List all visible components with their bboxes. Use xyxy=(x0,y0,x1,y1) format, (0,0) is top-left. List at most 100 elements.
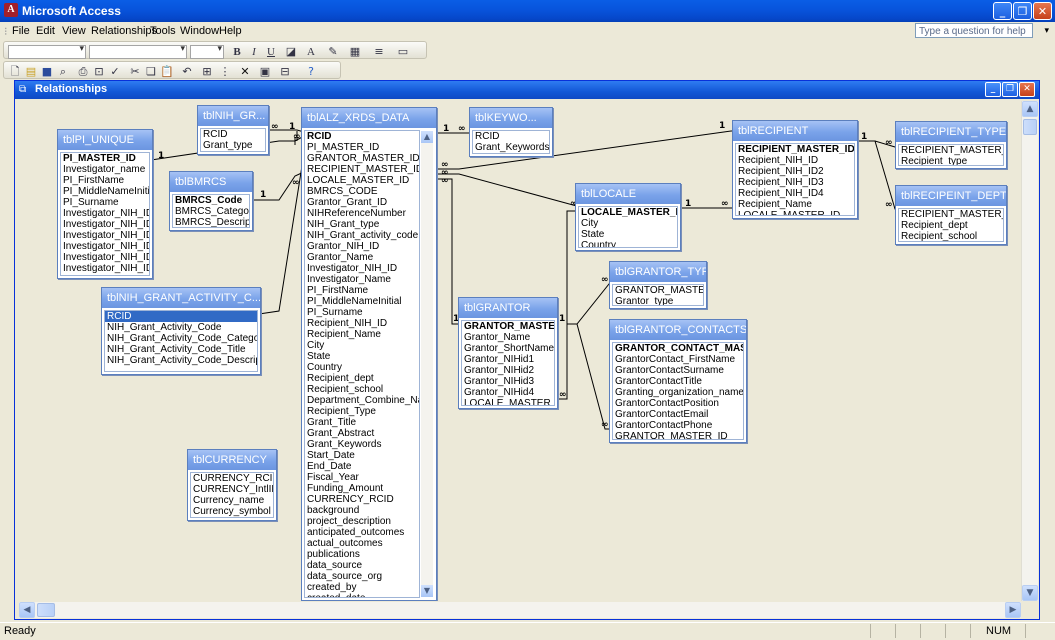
field-item[interactable]: GrantorContactPosition xyxy=(615,398,719,409)
table-title[interactable]: tblGRANTOR xyxy=(459,298,557,318)
scroll-down-icon[interactable]: ▼ xyxy=(421,585,433,597)
field-item[interactable]: created_by xyxy=(307,582,357,593)
spelling-icon[interactable]: ✓ xyxy=(110,65,120,78)
field-item[interactable]: Investigator_NIH_ID1 xyxy=(63,208,150,219)
field-item[interactable]: Start_Date xyxy=(307,450,355,461)
table-tblGRANTOR_CONTACTS[interactable]: tblGRANTOR_CONTACTSGRANTOR_CONTACT_MASTE… xyxy=(609,319,747,443)
field-item[interactable]: NIH_Grant_Activity_Code_Title xyxy=(107,344,246,355)
field-item[interactable]: Grant_Keywords xyxy=(475,142,550,153)
field-list[interactable]: RECIPIENT_MASTER_IDRecipient_deptRecipie… xyxy=(898,208,1004,242)
field-item[interactable]: GRANTOR_CONTACT_MASTER_ID xyxy=(615,343,743,354)
field-item[interactable]: GrantorContactSurname xyxy=(615,365,724,376)
field-item[interactable]: PI_Surname xyxy=(307,307,363,318)
cut-icon[interactable]: ✂ xyxy=(130,65,140,78)
field-item[interactable]: Grantor_Grant_ID xyxy=(307,197,388,208)
field-list[interactable]: BMRCS_CodeBMRCS_CategoryBMRCS_Descriptio… xyxy=(172,194,250,228)
field-item[interactable]: BMRCS_Description xyxy=(175,217,249,228)
field-item[interactable]: Grant_Keywords xyxy=(307,439,382,450)
vertical-scroll-thumb[interactable] xyxy=(1023,119,1037,135)
field-item[interactable]: Investigator_Name xyxy=(307,274,391,285)
field-item[interactable]: Grantor_NIH_ID xyxy=(307,241,380,252)
menu-edit[interactable]: Edit xyxy=(36,25,55,37)
table-title[interactable]: tblRECIPIENT xyxy=(733,121,857,141)
field-item[interactable]: GrantorContactEmail xyxy=(615,409,709,420)
table-tblGRANTOR_TYPE[interactable]: tblGRANTOR_TYPEGRANTOR_MASTER_IDGrantor_… xyxy=(609,261,707,309)
copy-icon[interactable]: ❏ xyxy=(146,65,156,78)
field-item[interactable]: LOCALE_MASTER_ID xyxy=(307,175,410,186)
field-item[interactable]: GrantorContactPhone xyxy=(615,420,713,431)
scroll-up-icon[interactable]: ▲ xyxy=(1022,101,1038,117)
field-item[interactable]: GRANTOR_MASTER_ID xyxy=(615,431,728,440)
field-item[interactable]: data_source xyxy=(307,560,363,571)
new-object-icon[interactable]: ⊟ xyxy=(280,65,290,78)
field-item[interactable]: Recipient_Name xyxy=(738,199,812,210)
border-icon[interactable]: ▦ xyxy=(349,45,361,58)
field-item[interactable]: created_date xyxy=(305,593,419,597)
line-color-icon[interactable]: ✎ xyxy=(328,45,338,58)
field-item[interactable]: NIH_Grant_activity_code xyxy=(307,230,419,241)
field-item[interactable]: Recipient_NIH_ID3 xyxy=(738,177,824,188)
field-item[interactable]: PI_FirstName xyxy=(63,175,125,186)
scroll-down-icon[interactable]: ▼ xyxy=(1022,585,1038,601)
field-item[interactable]: Investigator_NIH_ID xyxy=(307,263,398,274)
scroll-left-icon[interactable]: ◀ xyxy=(19,602,35,618)
field-item[interactable]: GRANTOR_MASTER_ID xyxy=(615,285,703,296)
field-item[interactable]: Fiscal_Year xyxy=(307,472,359,483)
child-restore-button[interactable]: ❐ xyxy=(1002,82,1018,97)
field-item[interactable]: Investigator_name xyxy=(63,164,146,175)
field-item[interactable]: Investigator_NIH_ID2 xyxy=(63,219,150,230)
field-item[interactable]: PI_MASTER_ID xyxy=(307,142,380,153)
relationships-icon[interactable]: ⧉ xyxy=(19,84,27,95)
field-item[interactable]: CURRENCY_RCID xyxy=(193,473,274,484)
table-title[interactable]: tblGRANTOR_CONTACTS xyxy=(610,320,746,340)
field-item[interactable]: Granting_organization_name xyxy=(615,387,744,398)
field-item[interactable]: Recipient_dept xyxy=(307,373,374,384)
field-item[interactable]: Recipient_school xyxy=(307,384,384,395)
print-preview-icon[interactable]: ⊡ xyxy=(94,65,104,78)
show-table-icon[interactable]: ⊞ xyxy=(202,65,212,78)
table-title[interactable]: tblLOCALE xyxy=(576,184,680,204)
field-item[interactable]: NIH_Grant_Activity_Code_Category xyxy=(107,333,258,344)
field-item[interactable]: background xyxy=(307,505,360,516)
field-item[interactable]: project_description xyxy=(307,516,391,527)
field-list-scrollbar[interactable]: ▲▼ xyxy=(421,131,433,597)
field-item[interactable]: Currency_name xyxy=(193,495,265,506)
special-effect-icon[interactable]: ▭ xyxy=(397,45,409,58)
table-title[interactable]: tblGRANTOR_TYPE xyxy=(610,262,706,282)
table-title[interactable]: tblALZ_XRDS_DATA xyxy=(302,108,436,128)
app-title-bar[interactable]: A Microsoft Access _ ❐ ✕ xyxy=(0,0,1055,22)
field-item[interactable]: Recipient_school xyxy=(901,231,978,242)
show-direct-icon[interactable]: ⋮ xyxy=(219,65,231,78)
horizontal-scrollbar[interactable]: ◀ ▶ xyxy=(19,602,1021,618)
table-title[interactable]: tblRECIPIENT_TYPE xyxy=(896,122,1006,142)
field-item[interactable]: NIH_Grant_Activity_Code xyxy=(107,322,222,333)
help-dropdown-arrow-icon[interactable]: ▾ xyxy=(1044,26,1049,36)
field-item[interactable]: Grantor_NIHid2 xyxy=(464,365,535,376)
menu-window[interactable]: Window xyxy=(180,25,220,37)
table-tblGRANTOR[interactable]: tblGRANTORGRANTOR_MASTER_IDGrantor_NameG… xyxy=(458,297,558,409)
print-icon[interactable]: ⎙ xyxy=(78,65,88,78)
field-item[interactable]: actual_outcomes xyxy=(307,538,383,549)
field-list[interactable]: GRANTOR_CONTACT_MASTER_IDGrantorContact_… xyxy=(612,342,744,440)
field-item[interactable]: GRANTOR_MASTER_ID xyxy=(464,321,555,332)
field-item[interactable]: Recipient_NIH_ID xyxy=(307,318,388,329)
help-question-input[interactable]: Type a question for help xyxy=(915,23,1033,38)
field-item[interactable]: Country xyxy=(581,240,617,248)
relationships-canvas[interactable]: 1 ∞ 1 ∞ 1 ∞ ∞ 1 ∞ ∞ ∞ ∞ 1 ∞ 1 ∞ 1 1 ∞ ∞ … xyxy=(19,101,1021,601)
field-item[interactable]: NIH_Grant_type xyxy=(307,219,380,230)
field-item[interactable]: RCID xyxy=(105,311,257,322)
field-item[interactable]: Grantor_NIHid3 xyxy=(464,376,535,387)
bold-icon[interactable]: B xyxy=(233,46,241,58)
table-title[interactable]: tblCURRENCY xyxy=(188,450,276,470)
underline-icon[interactable]: U xyxy=(267,46,275,58)
undo-icon[interactable]: ↶ xyxy=(182,65,192,78)
